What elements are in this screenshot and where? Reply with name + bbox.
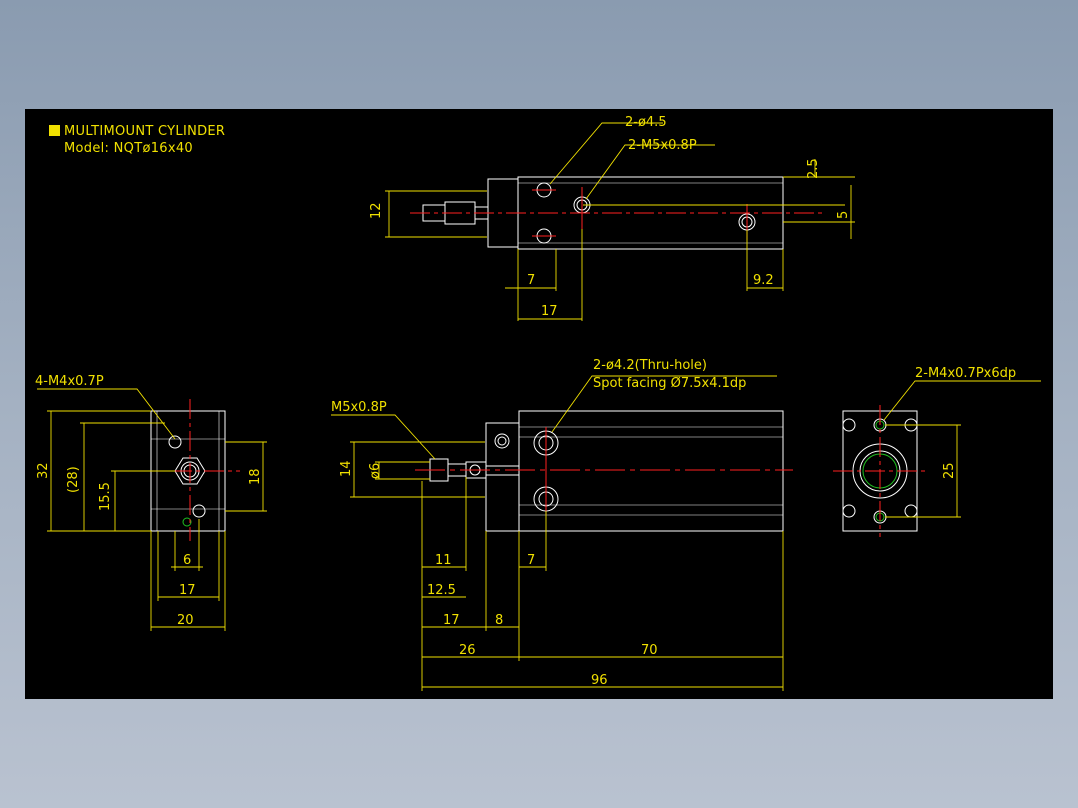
front-head-flange <box>485 422 520 532</box>
end-thread-label: 4-M4x0.7P <box>35 374 104 389</box>
drawing-model: Model: NQTø16x40 <box>64 141 193 156</box>
front-dim-11: 11 <box>435 553 452 568</box>
end-thread-hole <box>192 504 206 518</box>
cad-drawing: 2-ø4.5 2-M5x0.8P 12 2.5 5 7 17 9.2 <box>35 115 1041 691</box>
end-dim-6: 6 <box>183 553 191 568</box>
title-marker-icon <box>49 125 60 136</box>
title-block: MULTIMOUNT CYLINDER Model: NQTø16x40 <box>49 123 225 157</box>
drawing-title: MULTIMOUNT CYLINDER <box>64 124 226 139</box>
end-dim-15-5: 15.5 <box>98 482 113 511</box>
front-through-hole-label: 2-ø4.2(Thru-hole) <box>593 358 707 373</box>
top-dim-9-2: 9.2 <box>753 273 774 288</box>
front-dim-96: 96 <box>591 673 608 688</box>
front-dim-17: 17 <box>443 613 460 628</box>
front-dim-70: 70 <box>641 643 658 658</box>
top-dim-12: 12 <box>369 202 384 219</box>
top-dim-5: 5 <box>836 211 851 219</box>
end-thread-hole <box>168 435 182 449</box>
front-dim-dia6: ø6 <box>368 463 383 479</box>
end-view: 4-M4x0.7P 32 (28) 15.5 18 6 17 20 <box>35 374 267 631</box>
front-dim-12-5: 12.5 <box>427 583 456 598</box>
drawing-canvas: MULTIMOUNT CYLINDER Model: NQTø16x40 <box>25 109 1053 699</box>
top-port-label: 2-M5x0.8P <box>628 138 697 153</box>
front-view: M5x0.8P 2-ø4.2(Thru-hole) Spot facing Ø7… <box>331 358 793 691</box>
end-dim-17: 17 <box>179 583 196 598</box>
top-hole-label: 2-ø4.5 <box>625 115 667 130</box>
rear-thread-label: 2-M4x0.7Px6dp <box>915 366 1016 381</box>
top-dim-7: 7 <box>527 273 535 288</box>
top-view: 2-ø4.5 2-M5x0.8P 12 2.5 5 7 17 9.2 <box>369 115 855 321</box>
end-hidden-hole <box>182 517 192 527</box>
rear-view: 2-M4x0.7Px6dp 25 <box>833 366 1041 537</box>
end-dim-20: 20 <box>177 613 194 628</box>
end-dim-18: 18 <box>248 468 263 485</box>
front-dim-7: 7 <box>527 553 535 568</box>
front-body <box>518 410 784 532</box>
rear-dim-25: 25 <box>942 462 957 479</box>
end-dim-28: (28) <box>66 466 81 493</box>
top-dim-17: 17 <box>541 304 558 319</box>
end-dim-32: 32 <box>36 462 51 479</box>
front-dim-26: 26 <box>459 643 476 658</box>
front-rod-thread-label: M5x0.8P <box>331 400 387 415</box>
front-spot-facing-label: Spot facing Ø7.5x4.1dp <box>593 376 746 391</box>
front-dim-14: 14 <box>339 460 354 477</box>
front-dim-8: 8 <box>495 613 503 628</box>
top-dim-2-5: 2.5 <box>806 158 821 179</box>
